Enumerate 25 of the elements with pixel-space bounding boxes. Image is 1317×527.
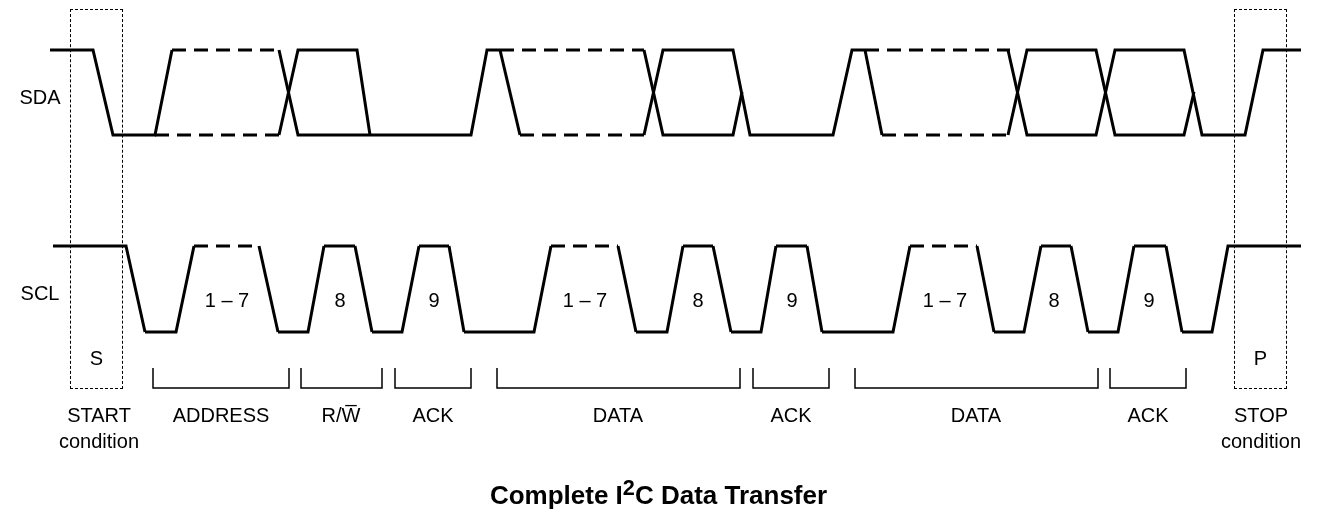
phase-label: R/W̅ xyxy=(321,403,361,428)
bit-number: 8 xyxy=(1048,288,1060,313)
bit-number: 8 xyxy=(692,288,704,313)
bit-number: 9 xyxy=(786,288,798,313)
dashed-condition-box xyxy=(1234,9,1287,389)
phase-label: DATA xyxy=(950,403,1002,428)
bit-number: 9 xyxy=(1143,288,1155,313)
bit-number: 1 – 7 xyxy=(562,288,608,313)
condition-symbol: S xyxy=(89,346,104,370)
phase-label: ACK xyxy=(770,403,812,428)
signal-name: SDA xyxy=(19,85,61,110)
bit-number: 9 xyxy=(428,288,440,313)
phase-label: STOP condition xyxy=(1219,403,1303,454)
dashed-condition-box xyxy=(70,9,123,389)
phase-label: DATA xyxy=(592,403,644,428)
diagram-title: Complete I$^{2}$C Data Transfer xyxy=(489,474,828,512)
phase-label: ACK xyxy=(1127,403,1169,428)
phase-label: START condition xyxy=(57,403,141,454)
phase-label: ADDRESS xyxy=(172,403,270,428)
signal-name: SCL xyxy=(20,281,60,306)
bit-number: 1 – 7 xyxy=(204,288,250,313)
phase-label: ACK xyxy=(412,403,454,428)
bit-number: 1 – 7 xyxy=(922,288,968,313)
bit-number: 8 xyxy=(334,288,346,313)
condition-symbol: P xyxy=(1253,346,1268,370)
